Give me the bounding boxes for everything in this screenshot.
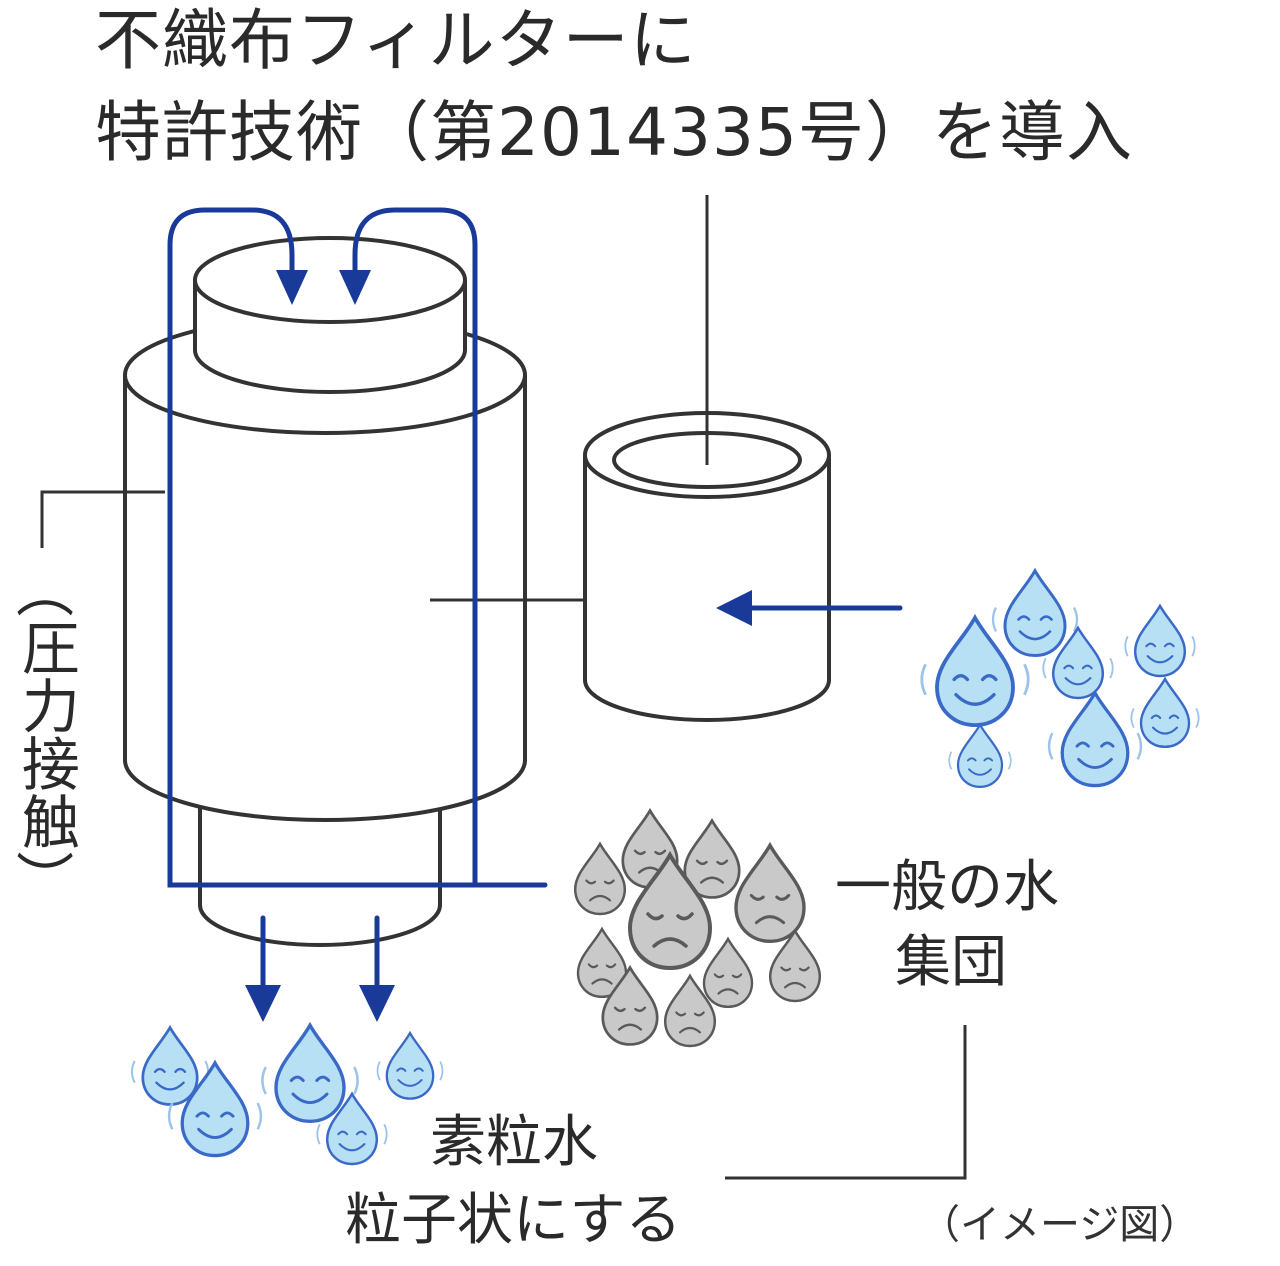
pressure-close-paren: ） [9, 849, 77, 908]
flow-arrowheads [245, 270, 752, 1022]
ordinary-water-label-1: 一般の水 [835, 855, 1059, 920]
soryusui-label: 素粒水 [430, 1110, 598, 1175]
main-filter-cylinder [123, 236, 527, 947]
pressure-contact-text: 圧力接触 [11, 618, 80, 850]
title-line-2: 特許技術（第2014335号）を導入 [95, 94, 1133, 171]
top-inlet-cap [193, 236, 467, 324]
ordinary-water-label-2: 集団 [895, 930, 1007, 995]
happy-water-drop-icon [1124, 604, 1196, 678]
arrow-icon [716, 590, 752, 626]
sad-water-drop-icon [573, 842, 627, 916]
arrow-icon [339, 270, 371, 305]
arrow-icon [276, 270, 308, 305]
sad-water-drop-icon [734, 843, 806, 943]
leader-lines [40, 195, 967, 1180]
pressure-contact-label: （ 圧力接触 ） [9, 560, 80, 908]
particle-label: 粒子状にする [345, 1188, 682, 1253]
image-leader [725, 1025, 967, 1180]
image-note: （イメージ図） [920, 1202, 1200, 1248]
ordinary-water-cluster [573, 809, 822, 1048]
pressure-leader [40, 490, 165, 548]
bottom-outlet [198, 788, 442, 947]
happy-water-drop-icon [1047, 691, 1143, 788]
incoming-water-drops [919, 569, 1200, 789]
happy-water-drop-icon [948, 723, 1012, 789]
pressure-open-paren: （ [9, 559, 77, 618]
happy-water-drop-icon [1130, 677, 1200, 748]
arrow-icon [359, 985, 395, 1022]
happy-water-drop-icon [991, 569, 1079, 657]
output-water-drops [130, 1023, 444, 1166]
main-body [123, 375, 527, 822]
happy-water-drop-icon [376, 1031, 444, 1100]
arrow-icon [245, 985, 281, 1022]
sad-water-drop-icon [702, 937, 754, 1008]
title-line-1: 不織布フィルターに [95, 2, 697, 79]
